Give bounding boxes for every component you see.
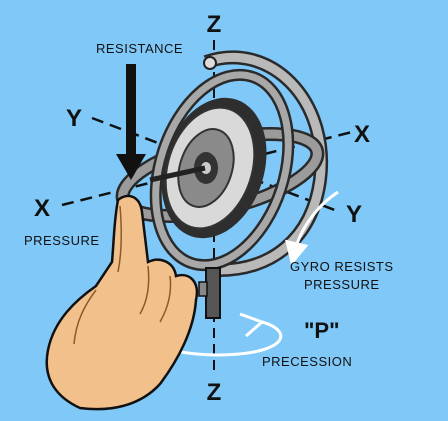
spin-axle <box>149 165 206 183</box>
resistance-arrow <box>116 64 146 180</box>
resistance-label: RESISTANCE <box>96 41 183 56</box>
hand-illustration <box>45 194 199 411</box>
rotor-wheel <box>161 97 267 239</box>
x-axis-label-left: X <box>34 195 50 222</box>
y-axis-label-left: Y <box>66 105 82 132</box>
precession-symbol-label: "P" <box>304 318 340 343</box>
precession-label: PRECESSION <box>262 354 352 369</box>
gyro-resists-label: GYRO RESISTS <box>290 259 394 274</box>
top-pivot <box>203 56 217 70</box>
z-axis-label-bottom: Z <box>207 379 222 406</box>
gyro-resists-pressure-label: PRESSURE <box>304 277 380 292</box>
z-axis-label-top: Z <box>207 11 222 38</box>
y-axis-label-right: Y <box>346 201 362 228</box>
pressure-label: PRESSURE <box>24 233 100 248</box>
x-axis-label-right: X <box>354 121 370 148</box>
gyro-stand <box>198 267 221 319</box>
resists-arrow <box>285 190 339 266</box>
